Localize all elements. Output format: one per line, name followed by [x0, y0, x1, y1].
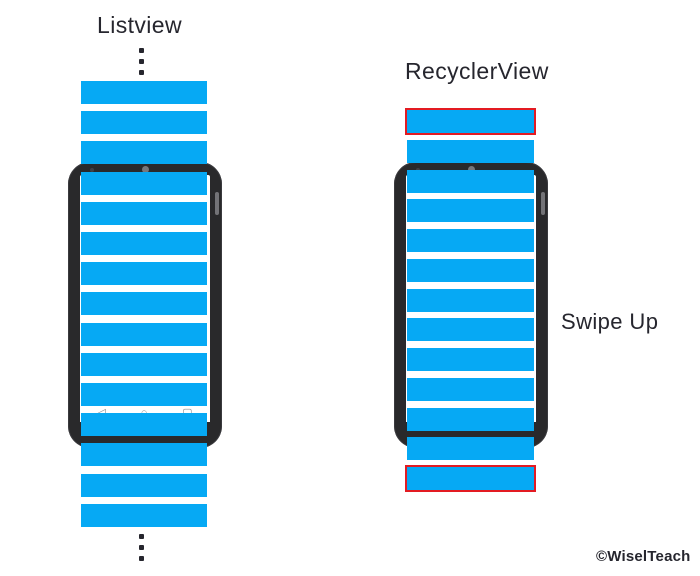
recycled-item-bar — [405, 465, 536, 492]
ellipsis-dot — [139, 70, 144, 75]
home-icon: ○ — [141, 407, 148, 419]
list-item-bar — [81, 292, 207, 315]
list-item-bar — [407, 259, 534, 282]
ellipsis-dot — [139, 545, 144, 550]
list-item-bar — [81, 111, 207, 134]
listview-title: Listview — [97, 12, 183, 38]
list-item-bar — [81, 81, 207, 104]
list-item-bar — [81, 443, 207, 466]
ellipsis-dot — [139, 48, 144, 53]
list-item-bar — [407, 199, 534, 222]
recents-icon: ▢ — [182, 407, 192, 419]
more-items-ellipsis-top — [139, 48, 144, 75]
power-button — [541, 192, 545, 215]
list-item-bar — [81, 323, 207, 346]
list-item-bar — [81, 141, 207, 164]
recycled-item-bar — [405, 108, 536, 135]
list-item-bar — [81, 262, 207, 285]
ellipsis-dot — [139, 556, 144, 561]
list-item-bar — [81, 232, 207, 255]
front-camera-icon — [467, 166, 475, 173]
recyclerview-title: RecyclerView — [405, 58, 549, 84]
back-icon: ◁ — [97, 407, 105, 419]
list-item-bar — [81, 504, 207, 527]
list-item-bar — [81, 474, 207, 497]
list-item-bar — [407, 289, 534, 312]
list-item-bar — [81, 172, 207, 195]
list-item-bar — [81, 353, 207, 376]
list-item-bar — [407, 170, 534, 193]
list-item-bar — [81, 383, 207, 406]
more-items-ellipsis-bottom — [139, 534, 144, 561]
front-camera-icon — [141, 166, 149, 173]
list-item-bar — [407, 408, 534, 431]
swipe-up-label: Swipe Up — [561, 309, 659, 334]
list-item-bar — [407, 140, 534, 163]
power-button — [215, 192, 219, 215]
list-item-bar — [81, 413, 207, 436]
list-item-bar — [81, 202, 207, 225]
list-item-bar — [407, 378, 534, 401]
proximity-sensor-icon — [90, 168, 94, 172]
ellipsis-dot — [139, 534, 144, 539]
watermark: ©WiselTeach — [596, 548, 691, 565]
list-item-bar — [407, 348, 534, 371]
list-item-bar — [407, 437, 534, 460]
list-item-bar — [407, 229, 534, 252]
ellipsis-dot — [139, 59, 144, 64]
list-item-bar — [407, 318, 534, 341]
